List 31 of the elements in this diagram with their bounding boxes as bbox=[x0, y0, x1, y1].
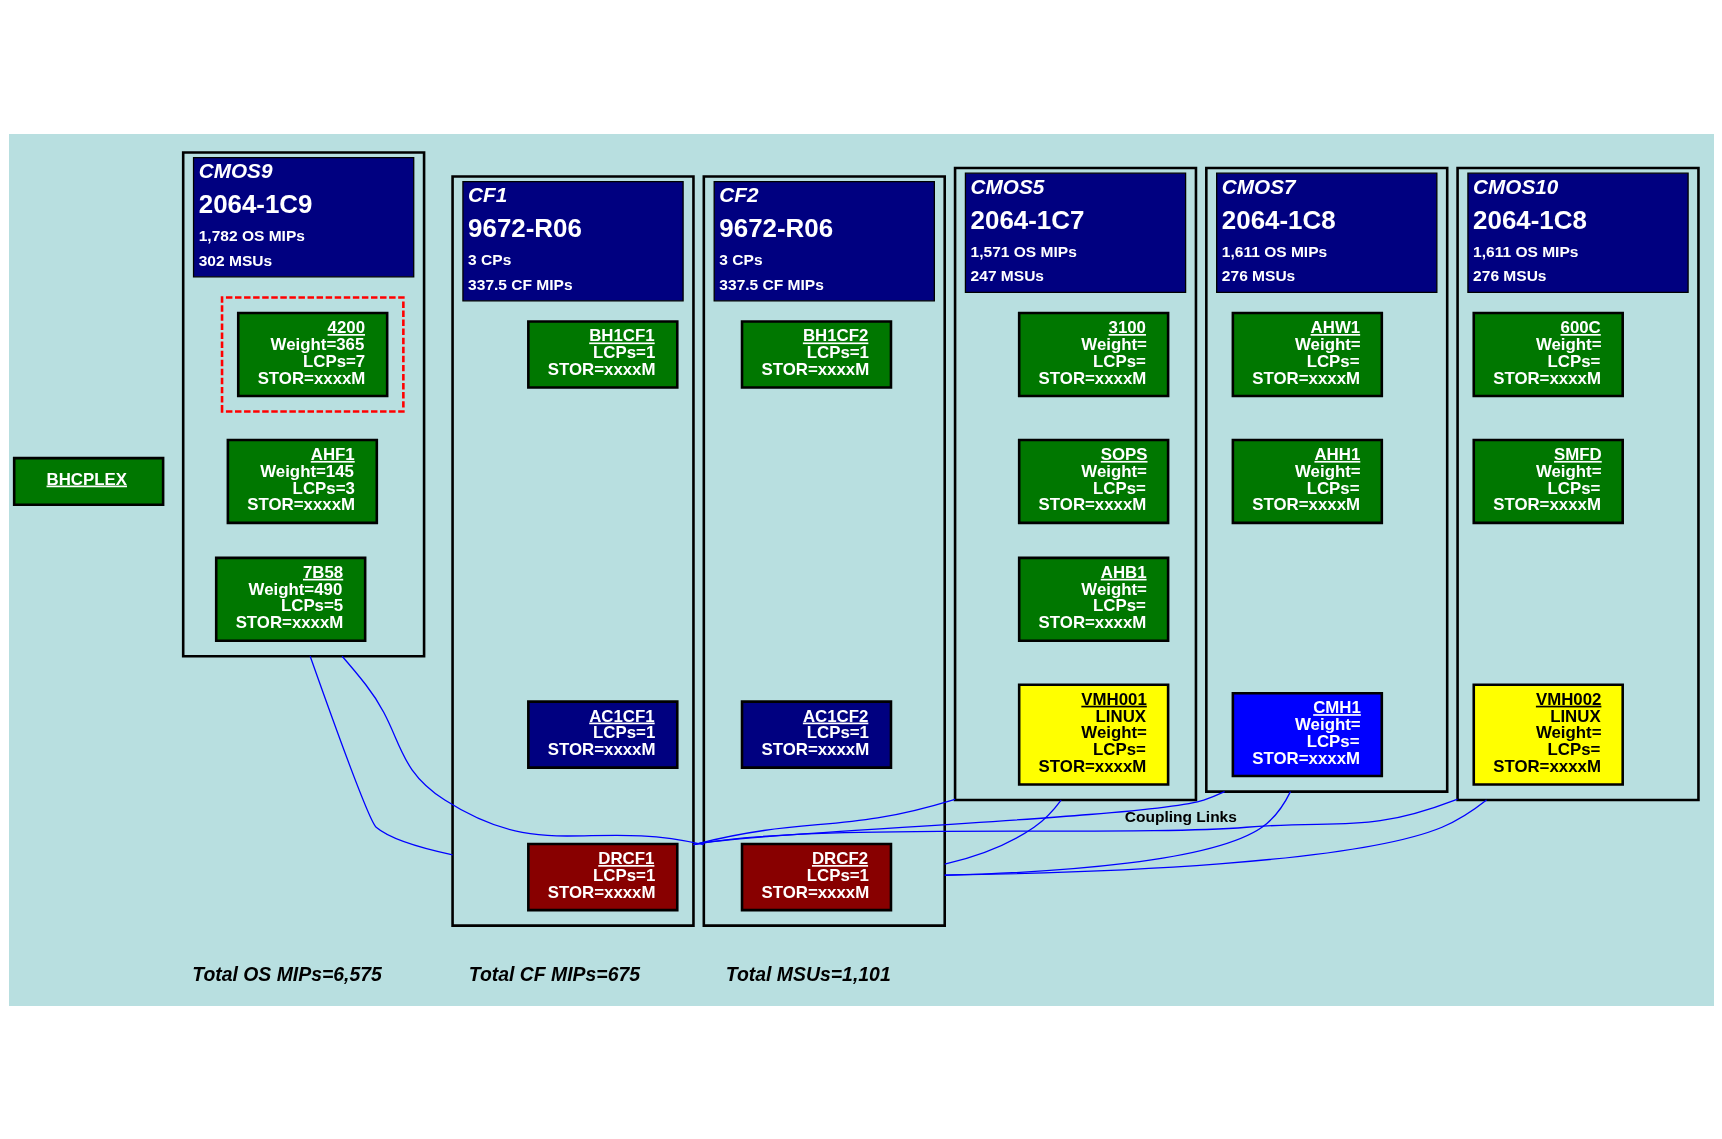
node-box: AHF1 Weight=145 LCPs=3 STOR=xxxxM bbox=[226, 438, 378, 524]
cluster bbox=[220, 295, 405, 413]
node-box: DRCF1 LCPs=1 STOR=xxxxM bbox=[526, 842, 679, 911]
node-box: 7B58 Weight=490 LCPs=5 STOR=xxxxM bbox=[214, 556, 366, 642]
node-box: AC1CF2 LCPs=1 STOR=xxxxM bbox=[740, 699, 892, 769]
node-box: AHW1 Weight= LCPs= STOR=xxxxM bbox=[1231, 311, 1383, 397]
label: Total OS MIPs=6,575 bbox=[191, 962, 382, 985]
edge-label: Coupling Links bbox=[1124, 807, 1237, 825]
node-box: 600C Weight= LCPs= STOR=xxxxM bbox=[1471, 311, 1624, 397]
node-box: 3100 Weight= LCPs= STOR=xxxxM bbox=[1017, 311, 1169, 397]
node-box: BH1CF1 LCPs=1 STOR=xxxxM bbox=[526, 319, 679, 389]
connector bbox=[943, 790, 1291, 876]
label: Total CF MIPs=675 bbox=[468, 962, 640, 985]
connector bbox=[692, 790, 1225, 845]
node-box: BHCPLEX bbox=[12, 456, 164, 506]
connector bbox=[341, 655, 704, 845]
node-box: BH1CF2 LCPs=1 STOR=xxxxM bbox=[740, 319, 892, 389]
connector bbox=[943, 798, 1487, 876]
connector bbox=[309, 655, 453, 855]
node-box: DRCF2 LCPs=1 STOR=xxxxM bbox=[740, 842, 892, 911]
node-box: AHH1 Weight= LCPs= STOR=xxxxM bbox=[1231, 438, 1383, 524]
label: Total MSUs=1,101 bbox=[725, 962, 891, 985]
node-box: SMFD Weight= LCPs= STOR=xxxxM bbox=[1471, 438, 1624, 524]
node-box: CMH1 Weight= LCPs= STOR=xxxxM bbox=[1231, 691, 1383, 777]
connector bbox=[943, 798, 1062, 865]
node-box: VMH001 LINUX Weight= LCPs= STOR=xxxxM bbox=[1017, 682, 1169, 786]
node-box: AC1CF1 LCPs=1 STOR=xxxxM bbox=[526, 699, 679, 769]
node-box: SOPS Weight= LCPs= STOR=xxxxM bbox=[1017, 438, 1169, 524]
node-box: 4200 Weight=365 LCPs=7 STOR=xxxxM bbox=[236, 311, 388, 397]
node-box: AHB1 Weight= LCPs= STOR=xxxxM bbox=[1017, 556, 1169, 642]
node-box: VMH002 LINUX Weight= LCPs= STOR=xxxxM bbox=[1471, 682, 1624, 786]
